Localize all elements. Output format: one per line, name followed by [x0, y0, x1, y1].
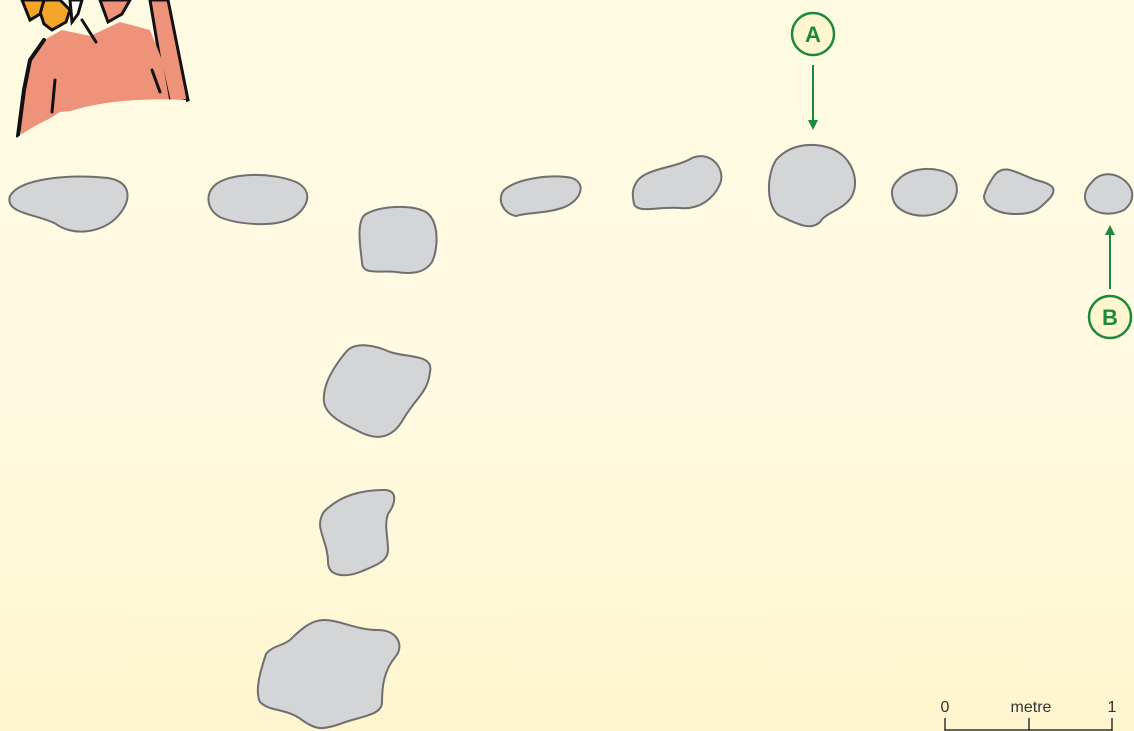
marker-a: A: [792, 13, 834, 130]
stone: [208, 175, 307, 224]
stone: [633, 156, 722, 209]
marker-b-arrowhead: [1105, 225, 1115, 235]
marker-b: B: [1089, 225, 1131, 338]
stone-row-vertical: [258, 207, 437, 728]
stone-row-horizontal: [9, 145, 1132, 232]
marker-a-label: A: [805, 22, 821, 47]
stone: [9, 177, 127, 232]
stone: [892, 169, 957, 216]
scale-end-label: 1: [1108, 699, 1117, 716]
stone: [1085, 174, 1132, 213]
scale-start-label: 0: [941, 699, 950, 716]
marker-a-arrowhead: [808, 120, 818, 130]
cartoon-figure: [14, 0, 188, 142]
stone: [320, 490, 394, 575]
stone: [324, 345, 431, 437]
stone: [258, 620, 400, 728]
stone: [769, 145, 855, 226]
scale-bar: 0 metre 1: [941, 699, 1117, 731]
scale-unit-label: metre: [1011, 699, 1052, 716]
stone: [501, 177, 581, 217]
marker-b-label: B: [1102, 305, 1118, 330]
stone: [984, 169, 1054, 214]
stone: [360, 207, 437, 273]
